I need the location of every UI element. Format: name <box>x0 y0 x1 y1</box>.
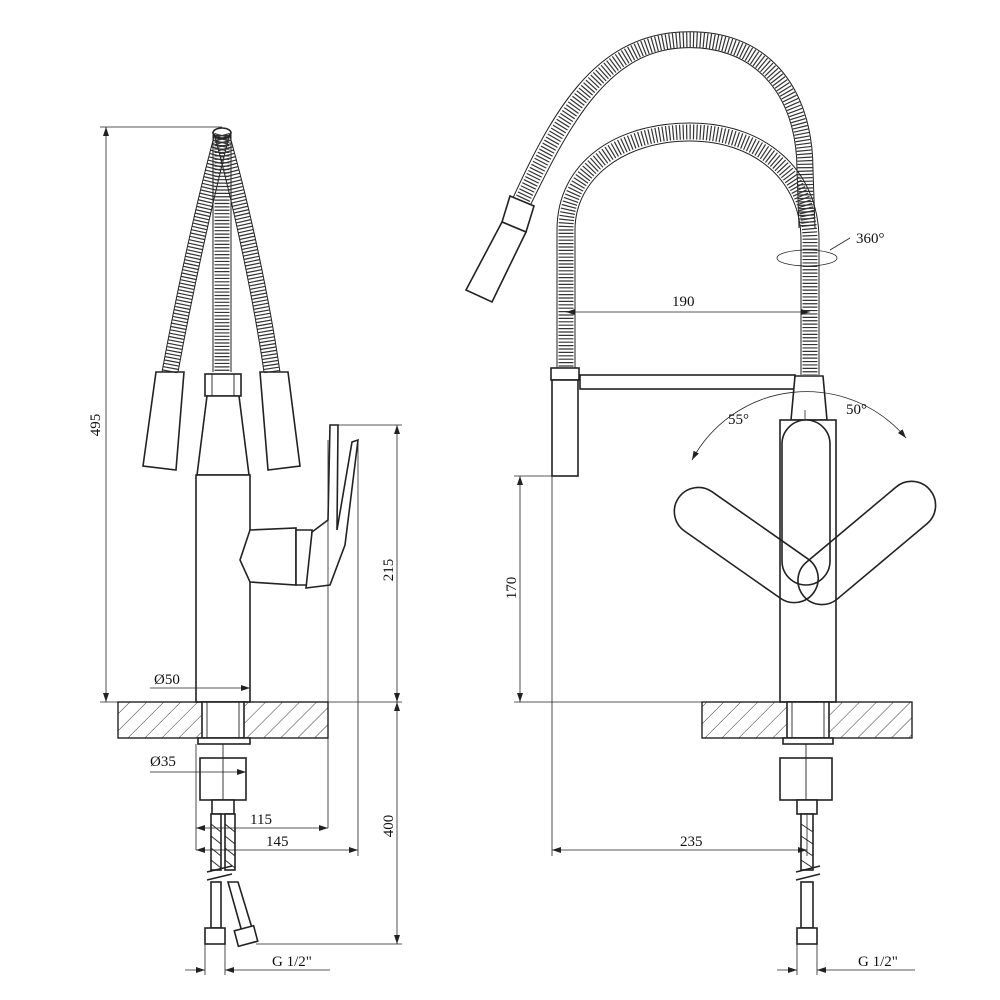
dim-hose-length: 400 <box>381 815 397 838</box>
dim-thread-left: G 1/2" <box>272 954 312 970</box>
side-view-arch-hose <box>556 122 820 375</box>
front-view-lever <box>305 424 359 589</box>
front-view-collar <box>204 373 242 397</box>
dim-spout-reach: 235 <box>680 834 703 850</box>
dim-body-diameter: Ø50 <box>154 672 180 688</box>
dim-shank-diameter: Ø35 <box>150 754 176 770</box>
side-view-swing-spray-head <box>464 220 528 304</box>
front-view-body <box>195 474 251 703</box>
dim-spout-width: 190 <box>672 294 695 310</box>
dim-thread-right: G 1/2" <box>858 954 898 970</box>
side-view-angle-arc: 55° 50° <box>691 391 907 461</box>
front-view-lever-housing <box>239 527 297 586</box>
dim-total-height: 495 <box>88 414 104 437</box>
side-view-upper-hose <box>464 31 816 304</box>
side-view-docked-spray-head <box>551 379 579 477</box>
dim-lever-height: 215 <box>381 559 397 582</box>
front-view: 495 Ø50 Ø35 115 145 215 400 <box>88 126 402 975</box>
side-view: 55° 50° 190 360° <box>464 31 937 975</box>
dim-angle-left: 55° <box>728 412 749 428</box>
side-view-dimensions: 190 360° 170 235 G 1/2" <box>504 231 915 975</box>
dim-side-reach: 145 <box>266 834 289 850</box>
front-view-spring-hoses <box>161 127 281 374</box>
dim-lever-reach: 115 <box>250 812 272 828</box>
front-view-dimensions: 495 Ø50 Ø35 115 145 215 400 <box>88 126 402 975</box>
front-view-spray-heads <box>142 371 301 471</box>
side-view-supply-hose <box>795 813 821 945</box>
front-view-spout-neck <box>196 395 250 476</box>
dim-spout-height: 170 <box>504 577 520 600</box>
side-view-levers <box>673 419 937 606</box>
dim-angle-right: 50° <box>846 402 867 418</box>
dim-rotation: 360° <box>856 231 885 247</box>
front-view-supply-hoses <box>204 813 259 948</box>
side-view-holder-arm <box>579 374 796 390</box>
